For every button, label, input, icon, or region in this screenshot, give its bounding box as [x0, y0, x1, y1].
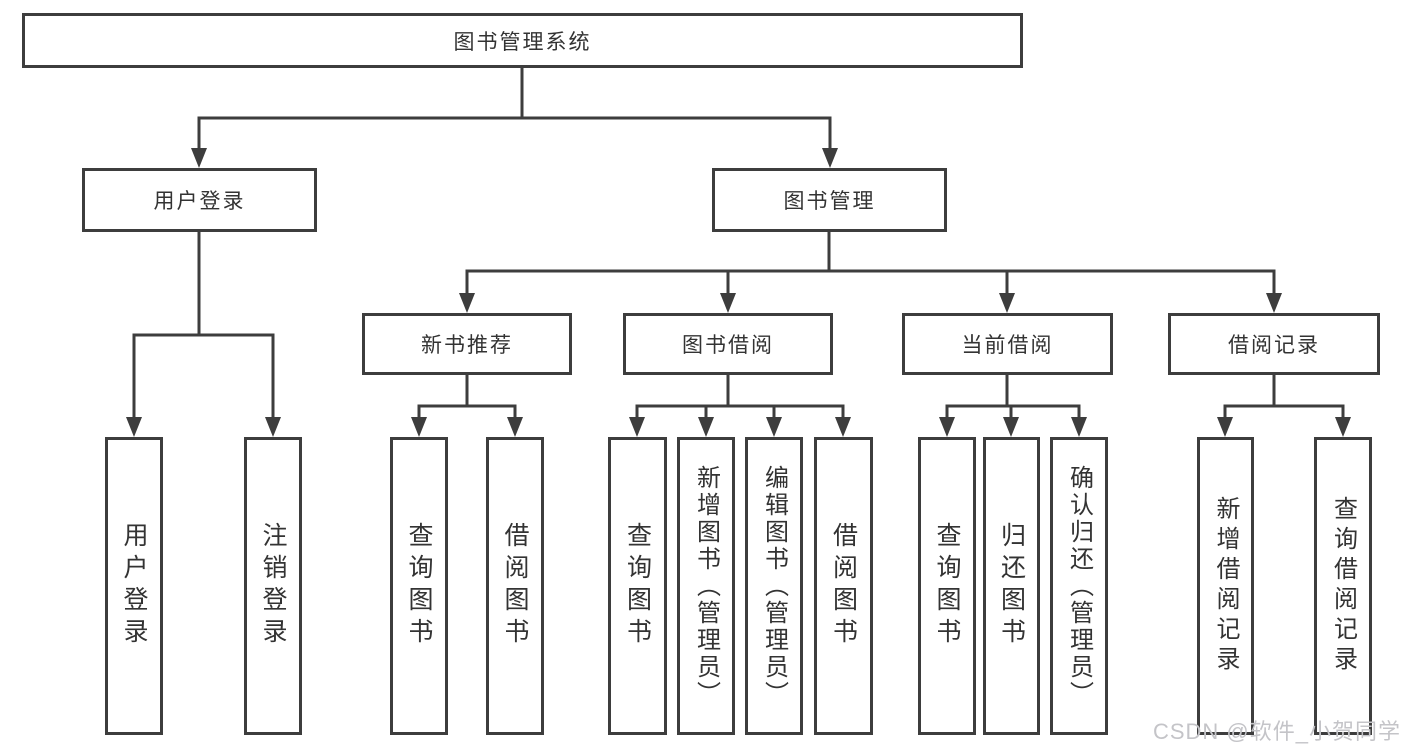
node-label: 查询图书 [933, 522, 961, 650]
node-current-borrowing: 当前借阅 [902, 313, 1113, 375]
node-leaf-user-login: 用户登录 [105, 437, 163, 735]
node-label: 归还图书 [997, 522, 1026, 650]
node-borrowing-records: 借阅记录 [1168, 313, 1380, 375]
node-label: 借阅图书 [829, 522, 858, 650]
arrowhead-icon [835, 417, 851, 437]
node-leaf-return-books: 归还图书 [983, 437, 1040, 735]
node-label: 编辑图书（管理员） [760, 464, 788, 708]
watermark: CSDN @软件_小贺同学 [1152, 719, 1401, 744]
arrowhead-icon [939, 417, 955, 437]
node-label: 查询借阅记录 [1329, 496, 1357, 676]
arrowhead-icon [1266, 293, 1282, 313]
node-label: 图书管理系统 [453, 30, 592, 54]
arrowhead-icon [459, 293, 475, 313]
node-label: 新增借阅记录 [1212, 496, 1239, 676]
arrowhead-icon [698, 417, 714, 437]
arrowhead-icon [1217, 417, 1233, 437]
arrowhead-icon [629, 417, 645, 437]
node-label: 新书推荐 [421, 334, 513, 357]
arrowhead-icon [265, 417, 281, 437]
node-label: 新增图书（管理员） [692, 464, 720, 708]
node-system-root: 图书管理系统 [22, 13, 1023, 68]
node-leaf-query-books-3: 查询图书 [918, 437, 976, 735]
node-leaf-add-books: 新增图书（管理员） [677, 437, 735, 735]
arrowhead-icon [126, 417, 142, 437]
node-label: 查询图书 [623, 522, 652, 650]
arrowhead-icon [507, 417, 523, 437]
arrowhead-icon [1071, 417, 1087, 437]
node-label: 用户登录 [153, 190, 246, 213]
node-leaf-borrow-books-2: 借阅图书 [814, 437, 873, 735]
arrowhead-icon [766, 417, 782, 437]
node-book-management-branch: 图书管理 [712, 168, 947, 232]
arrowhead-icon [411, 417, 427, 437]
node-label: 借阅图书 [501, 522, 529, 650]
arrowhead-icon [1335, 417, 1351, 437]
node-label: 注销登录 [259, 522, 287, 650]
node-label: 确认归还（管理员） [1065, 464, 1093, 708]
node-leaf-confirm-return: 确认归还（管理员） [1050, 437, 1108, 735]
arrowhead-icon [1003, 417, 1019, 437]
node-new-book-recommend: 新书推荐 [362, 313, 572, 375]
node-user-login-branch: 用户登录 [82, 168, 317, 232]
node-label: 用户登录 [120, 522, 148, 650]
arrowhead-icon [999, 293, 1015, 313]
node-leaf-edit-books: 编辑图书（管理员） [745, 437, 803, 735]
node-leaf-query-books-2: 查询图书 [608, 437, 667, 735]
node-leaf-logout: 注销登录 [244, 437, 302, 735]
node-leaf-query-borrow-record: 查询借阅记录 [1314, 437, 1372, 735]
node-label: 图书管理 [783, 190, 876, 213]
arrowhead-icon [822, 148, 838, 168]
node-label: 借阅记录 [1228, 334, 1320, 357]
node-label: 图书借阅 [682, 334, 774, 357]
arrowhead-icon [720, 293, 736, 313]
node-label: 查询图书 [405, 522, 433, 650]
node-leaf-query-books-1: 查询图书 [390, 437, 448, 735]
arrowhead-icon [191, 148, 207, 168]
node-book-borrowing: 图书借阅 [623, 313, 833, 375]
node-label: 当前借阅 [961, 334, 1054, 357]
node-leaf-borrow-books-1: 借阅图书 [486, 437, 544, 735]
node-leaf-add-borrow-record: 新增借阅记录 [1197, 437, 1254, 735]
